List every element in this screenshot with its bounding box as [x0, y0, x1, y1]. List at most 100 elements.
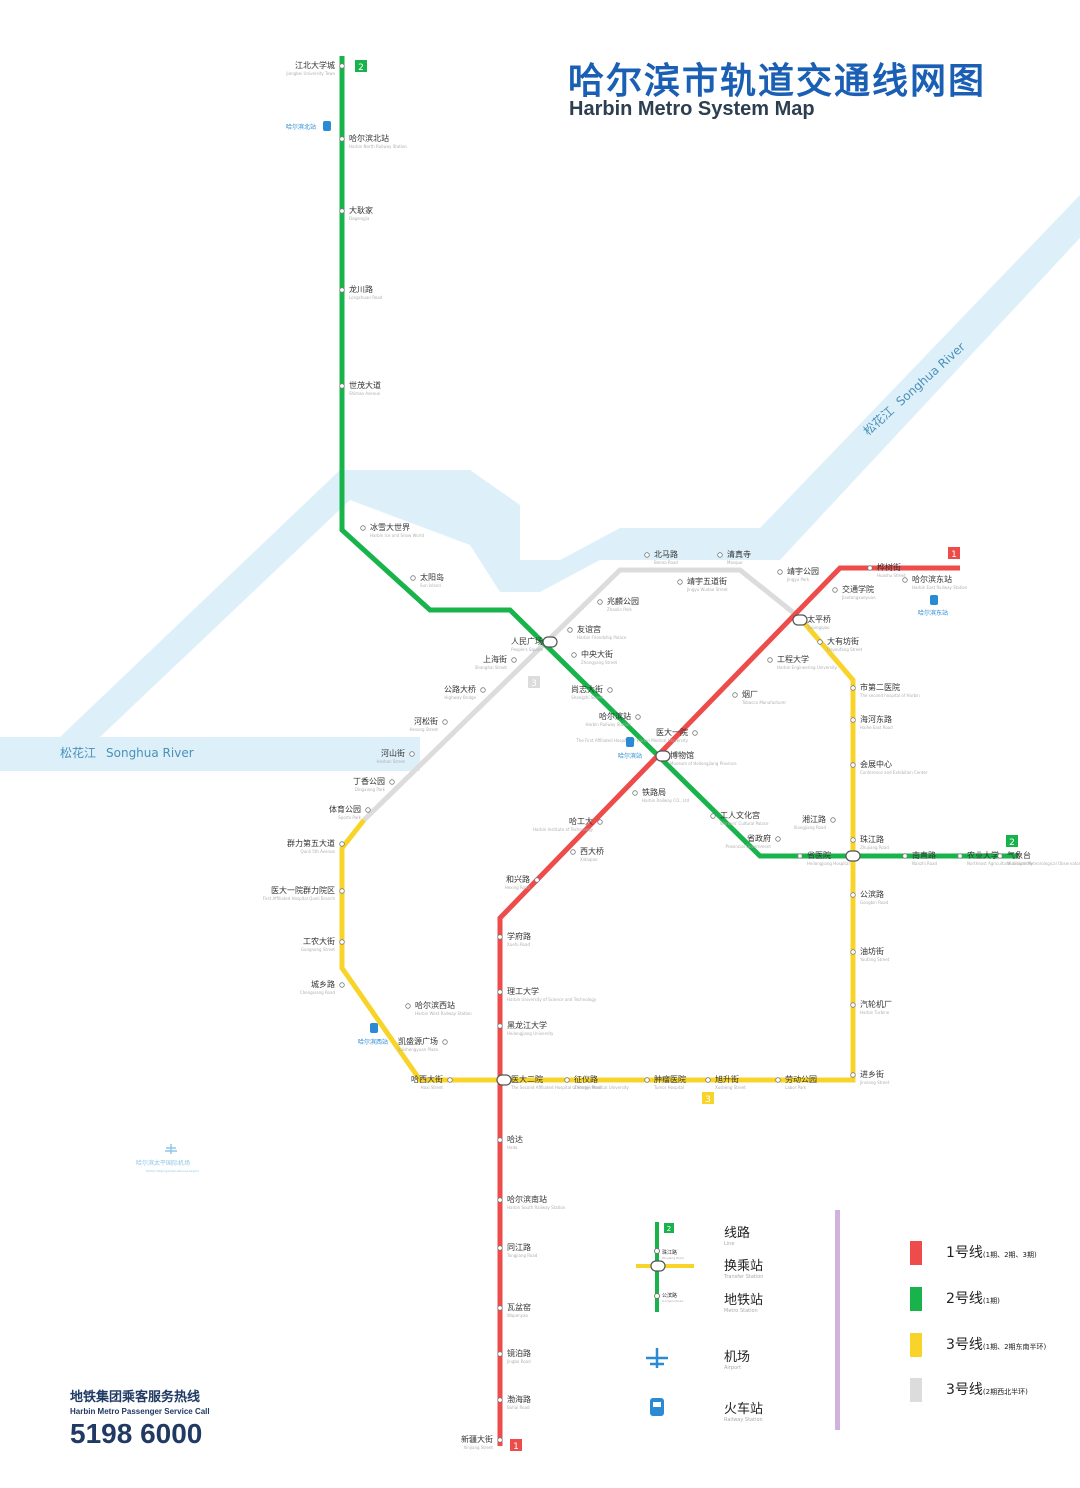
station-label: 工人文化宫 [720, 810, 760, 820]
hotline-title: 地铁集团乘客服务热线 [70, 1390, 201, 1405]
station-label: 镜泊路 [507, 1348, 531, 1358]
station-label: 冰雪大世界 [370, 522, 410, 532]
station-label: 哈尔滨北站 [349, 133, 389, 143]
station-label-en: Dagengjia [349, 216, 370, 221]
transfer-station-zhujiang[interactable] [845, 850, 861, 862]
station-label-en: Hesong Street [410, 727, 439, 732]
station-label: 群力第五大道 [287, 838, 335, 848]
station-label: 上海街 [483, 654, 507, 664]
station-label-en: Shimao Avenue [349, 391, 381, 396]
station-label: 太平桥 [807, 614, 831, 624]
station-label-en: Bohai Road [507, 1405, 530, 1410]
station-label: 友谊宫 [577, 624, 601, 634]
station-label-en: Gongbin Road [860, 900, 889, 905]
transfer-station-taipingqiao[interactable] [792, 614, 808, 626]
station-label: 桦树街 [877, 562, 901, 572]
transfer-station-renmin[interactable] [542, 636, 558, 648]
station-label: 兆麟公园 [607, 596, 639, 606]
station-label-en: Conference and Exhibition Center [860, 770, 928, 775]
hotline-subtitle: Harbin Metro Passenger Service Call [70, 1407, 210, 1416]
station-label: 交通学院 [842, 584, 874, 594]
station-label-en: The Second Affiliated Hospital of Harbin… [510, 1085, 630, 1090]
station-label: 劳动公园 [785, 1074, 817, 1084]
station-label-en: Xiangjiang Road [794, 825, 827, 830]
line2-track [339, 56, 1018, 859]
transfer-station-bowuguan[interactable] [655, 750, 671, 762]
station-label-en: Youfang Street [859, 957, 890, 962]
station-label-en: Xinjiang Street [463, 1445, 493, 1450]
transfer-station-yidaerer[interactable] [496, 1074, 512, 1086]
